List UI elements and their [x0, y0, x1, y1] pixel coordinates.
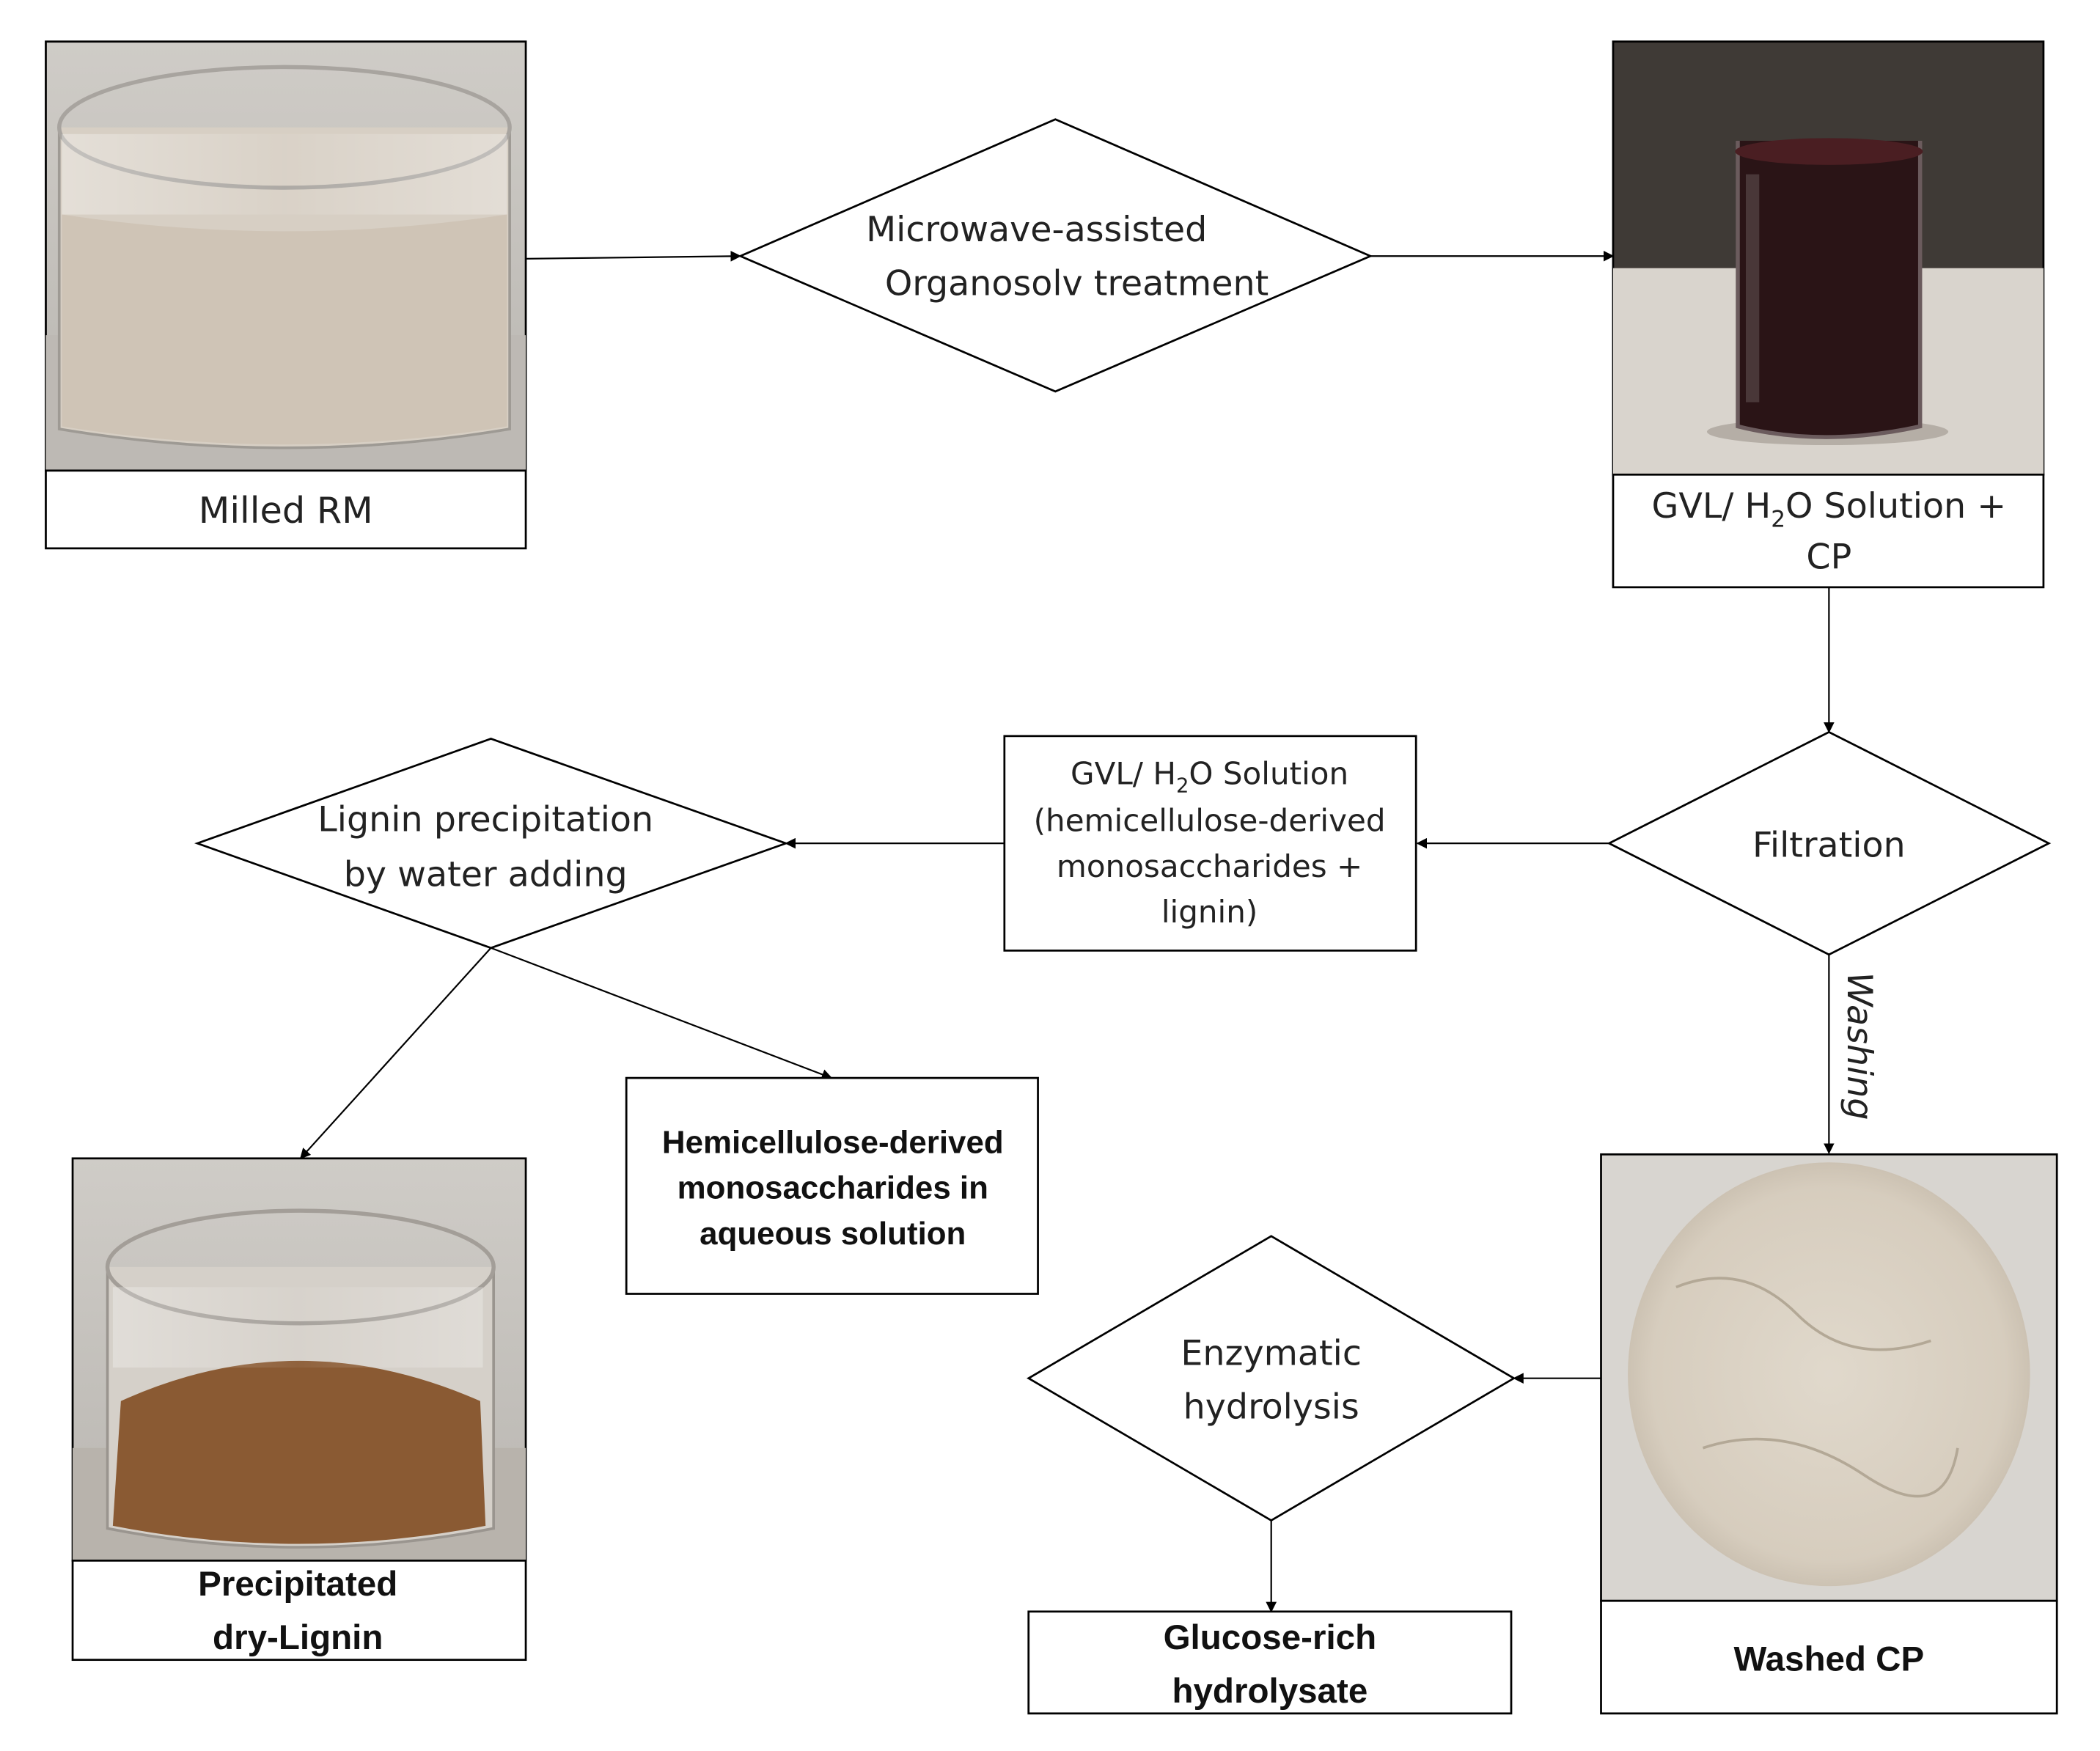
milled-rm-photo: [45, 40, 527, 472]
washing-label: Washing: [1839, 972, 1879, 1120]
filtration-diamond: Filtration: [1607, 730, 2052, 956]
enzymatic-line1: Enzymatic: [1181, 1333, 1362, 1373]
lignin-precipitation-diamond: Lignin precipitation by water adding: [194, 738, 789, 950]
precip-lignin-line1: Precipitated: [198, 1565, 397, 1604]
washed-cp-label: Washed CP: [1733, 1640, 1924, 1678]
gvl-solution-line4: lignin): [1161, 894, 1258, 930]
washed-cp-photo: [1600, 1153, 2058, 1602]
gvl-solution-line2: (hemicellulose-derived: [1034, 803, 1386, 839]
glucose-line2: hydrolysate: [1172, 1672, 1367, 1711]
enzymatic-hydrolysis-diamond: Enzymatic hydrolysis: [1027, 1235, 1516, 1522]
lignin-precip-line1: Lignin precipitation: [317, 800, 653, 840]
precip-lignin-line2: dry-Lignin: [213, 1618, 383, 1657]
gvl-cp-photo: [1612, 40, 2045, 476]
washed-cp-box: Washed CP: [1600, 1599, 2058, 1715]
microwave-organosolv-diamond: Microwave-assisted Organosolv treatment: [738, 118, 1373, 393]
hemi-line1: Hemicellulose-derived: [662, 1124, 1004, 1160]
precipitated-lignin-photo: [71, 1157, 527, 1562]
hemi-line3: aqueous solution: [700, 1216, 966, 1252]
gvl-solution-line3: monosaccharides +: [1057, 848, 1362, 884]
milled-rm-box: Milled RM: [45, 469, 527, 550]
arrow-precip-to-hemi: [491, 947, 833, 1080]
microwave-line1: Microwave-assisted: [866, 210, 1207, 250]
gvl-cp-line2: CP: [1806, 537, 1851, 577]
gvl-cp-line1: GVL/ H2O Solution +: [1652, 486, 2007, 533]
gvl-cp-box: GVL/ H2O Solution + CP: [1612, 473, 2045, 589]
arrow-rm-to-microwave: [526, 251, 742, 262]
milled-rm-label: Milled RM: [199, 489, 373, 532]
precipitated-lignin-box: Precipitated dry-Lignin: [71, 1559, 527, 1662]
glucose-box: Glucose-rich hydrolysate: [1027, 1610, 1513, 1715]
filtration-label: Filtration: [1752, 825, 1906, 865]
hemi-line2: monosaccharides in: [678, 1170, 988, 1206]
lignin-precip-line2: by water adding: [344, 855, 628, 895]
gvl-solution-line1: GVL/ H2O Solution: [1071, 756, 1348, 798]
arrow-precip-to-dry-lignin: [299, 947, 492, 1159]
gvl-solution-box: GVL/ H2O Solution (hemicellulose-derived…: [1003, 735, 1417, 952]
enzymatic-line2: hydrolysis: [1183, 1387, 1359, 1428]
hemicellulose-box: Hemicellulose-derived monosaccharides in…: [625, 1076, 1039, 1295]
microwave-line2: Organosolv treatment: [885, 263, 1269, 304]
glucose-line1: Glucose-rich: [1164, 1618, 1377, 1657]
